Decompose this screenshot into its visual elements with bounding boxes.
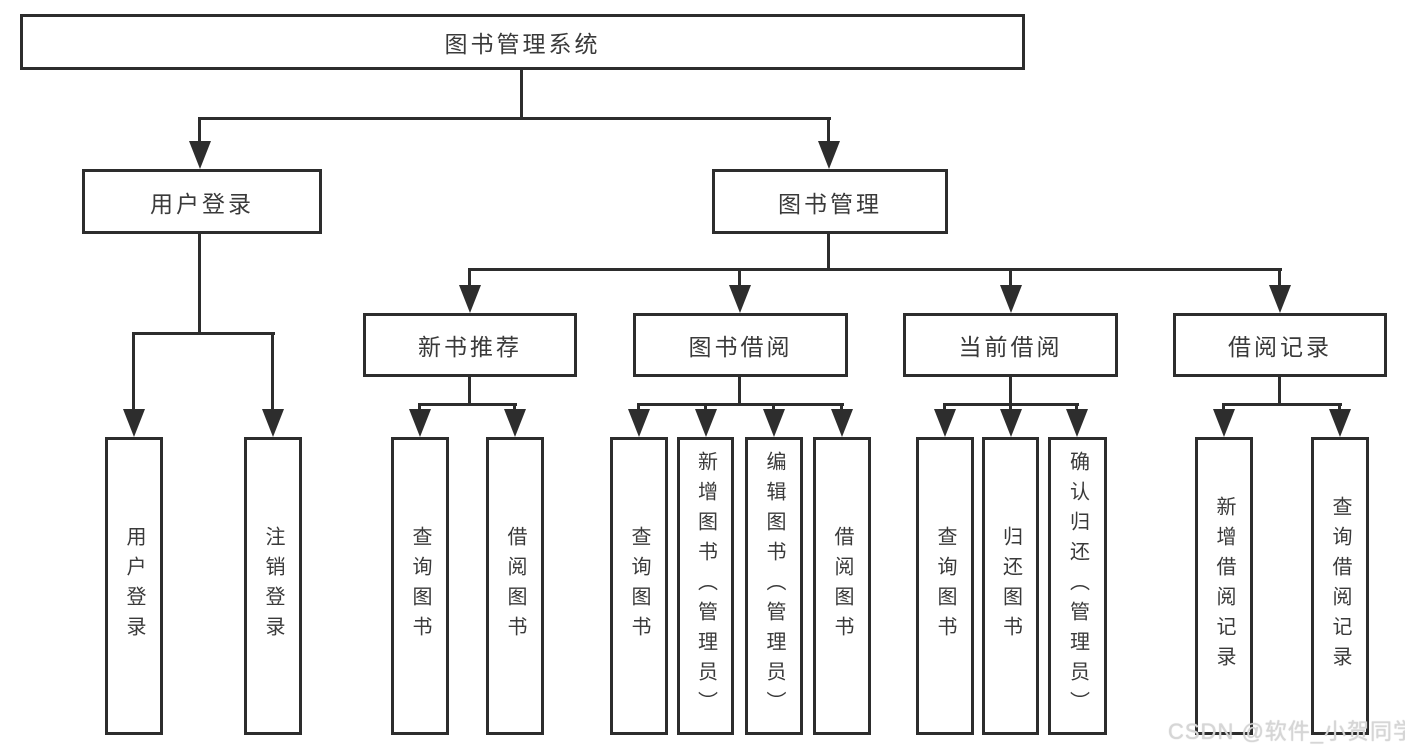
leaf-logout-login: 注销登录 [244, 437, 302, 735]
connector-current-borrow-vertical [1009, 377, 1012, 406]
leaf-user-login: 用户登录 [105, 437, 163, 735]
arrowhead-cb-return-book [1000, 409, 1022, 437]
connector-root-horizontal [198, 117, 831, 120]
csdn-watermark: CSDN @软件_小贺同学 [1168, 719, 1405, 744]
connector-user-login-stem-1 [132, 334, 135, 411]
connector-user-login-stem-2 [271, 334, 274, 411]
connector-book-management-stem-1 [468, 270, 471, 287]
connector-root-stem-left [198, 119, 201, 143]
leaf-nb-query-book: 查询图书 [391, 437, 449, 735]
leaf-bb-add-book: 新增图书（管理员） [677, 437, 734, 735]
node-new-book-recommend: 新书推荐 [363, 313, 577, 377]
leaf-br-query-record: 查询借阅记录 [1311, 437, 1369, 735]
arrowhead-br-add-record [1213, 409, 1235, 437]
connector-book-borrow-stem-4 [840, 405, 843, 411]
leaf-cb-return-book: 归还图书 [982, 437, 1039, 735]
connector-book-management-horizontal [468, 268, 1282, 271]
node-user-login: 用户登录 [82, 169, 322, 234]
leaf-br-add-record-label: 新增借阅记录 [1213, 496, 1235, 676]
connector-borrow-record-stem-2 [1338, 405, 1341, 411]
node-borrow-record: 借阅记录 [1173, 313, 1387, 377]
connector-root-stem-right [827, 119, 830, 143]
leaf-bb-borrow-book-label: 借阅图书 [831, 526, 853, 646]
arrowhead-book-management [818, 141, 840, 169]
connector-new-book-horizontal [418, 403, 517, 406]
node-book-borrow-label: 图书借阅 [688, 334, 793, 360]
leaf-br-query-record-label: 查询借阅记录 [1329, 496, 1351, 676]
arrowhead-leaf-logout-login [262, 409, 284, 437]
connector-book-borrow-horizontal [637, 403, 844, 406]
connector-root-vertical [520, 68, 523, 120]
arrowhead-bb-add-book [695, 409, 717, 437]
connector-borrow-record-stem-1 [1222, 405, 1225, 411]
node-book-borrow: 图书借阅 [633, 313, 848, 377]
arrowhead-bb-query-book [628, 409, 650, 437]
leaf-user-login-label: 用户登录 [123, 526, 145, 646]
node-new-book-recommend-label: 新书推荐 [418, 334, 522, 360]
arrowhead-borrow-record [1269, 285, 1291, 313]
connector-book-borrow-stem-2 [704, 405, 707, 411]
node-book-management: 图书管理 [712, 169, 948, 234]
leaf-cb-query-book-label: 查询图书 [934, 526, 956, 646]
arrowhead-bb-edit-book [763, 409, 785, 437]
arrowhead-bb-borrow-book [831, 409, 853, 437]
connector-current-borrow-stem-1 [943, 405, 946, 411]
connector-new-book-vertical [468, 377, 471, 406]
connector-new-book-stem-2 [513, 405, 516, 411]
arrowhead-new-book-recommend [459, 285, 481, 313]
connector-book-borrow-vertical [738, 377, 741, 406]
connector-book-borrow-stem-3 [772, 405, 775, 411]
arrowhead-current-borrow [1000, 285, 1022, 313]
connector-user-login-vertical [198, 233, 201, 334]
leaf-cb-confirm-return: 确认归还（管理员） [1048, 437, 1107, 735]
connector-book-management-stem-2 [738, 270, 741, 287]
connector-book-borrow-stem-1 [637, 405, 640, 411]
leaf-bb-query-book-label: 查询图书 [628, 526, 650, 646]
connector-user-login-horizontal [132, 332, 275, 335]
node-book-management-label: 图书管理 [778, 190, 882, 217]
node-current-borrow-label: 当前借阅 [958, 334, 1063, 360]
connector-current-borrow-horizontal [943, 403, 1079, 406]
arrowhead-cb-confirm-return [1066, 409, 1088, 437]
leaf-bb-edit-book-label: 编辑图书（管理员） [763, 451, 785, 721]
leaf-bb-add-book-label: 新增图书（管理员） [694, 451, 717, 721]
node-user-login-label: 用户登录 [150, 190, 254, 217]
connector-current-borrow-stem-2 [1009, 405, 1012, 411]
arrowhead-user-login [189, 141, 211, 169]
leaf-bb-query-book: 查询图书 [610, 437, 668, 735]
node-current-borrow: 当前借阅 [903, 313, 1118, 377]
leaf-logout-login-label: 注销登录 [262, 526, 284, 646]
leaf-nb-borrow-book: 借阅图书 [486, 437, 544, 735]
leaf-cb-return-book-label: 归还图书 [999, 526, 1022, 646]
leaf-bb-borrow-book: 借阅图书 [813, 437, 871, 735]
node-borrow-record-label: 借阅记录 [1228, 334, 1332, 360]
arrowhead-cb-query-book [934, 409, 956, 437]
connector-borrow-record-vertical [1278, 377, 1281, 406]
connector-book-management-stem-3 [1009, 270, 1012, 287]
connector-book-management-stem-4 [1278, 270, 1281, 287]
leaf-cb-query-book: 查询图书 [916, 437, 974, 735]
connector-borrow-record-horizontal [1222, 403, 1342, 406]
leaf-nb-query-book-label: 查询图书 [409, 526, 431, 646]
leaf-nb-borrow-book-label: 借阅图书 [504, 526, 526, 646]
connector-book-management-vertical [827, 233, 830, 270]
connector-new-book-stem-1 [418, 405, 421, 411]
leaf-bb-edit-book: 编辑图书（管理员） [745, 437, 803, 735]
node-root-label: 图书管理系统 [444, 31, 601, 57]
arrowhead-nb-borrow-book [504, 409, 526, 437]
arrowhead-nb-query-book [409, 409, 431, 437]
leaf-cb-confirm-return-label: 确认归还（管理员） [1066, 451, 1089, 721]
leaf-br-add-record: 新增借阅记录 [1195, 437, 1253, 735]
node-root: 图书管理系统 [20, 14, 1025, 70]
arrowhead-book-borrow [729, 285, 751, 313]
connector-current-borrow-stem-3 [1075, 405, 1078, 411]
arrowhead-br-query-record [1329, 409, 1351, 437]
arrowhead-leaf-user-login [123, 409, 145, 437]
